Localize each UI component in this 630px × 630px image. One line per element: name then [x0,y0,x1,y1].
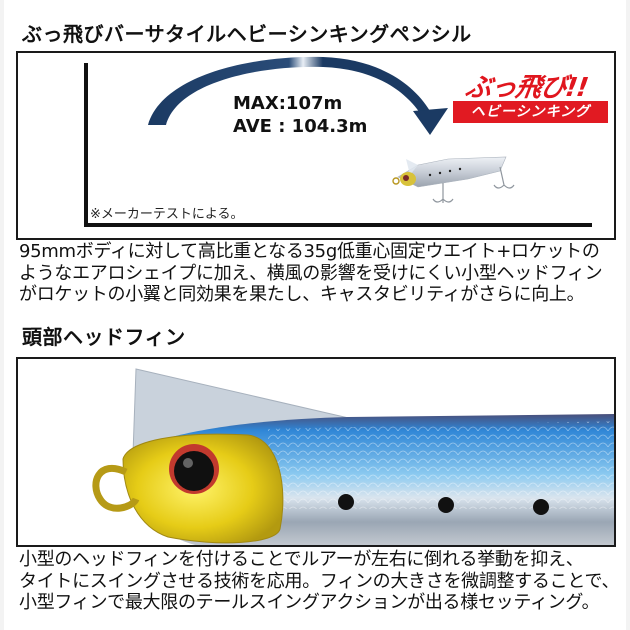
maker-test-note: ※メーカーテストによる。 [90,207,244,222]
lure-head-closeup-icon [92,368,614,545]
casting-description: 95mmボディに対して高比重となる35g低重心固定ウエイト+ロケットの ようなエ… [19,241,603,306]
description-line: 小型のヘッドフィンを付けることでルアーが左右に倒れる挙動を抑え、 [19,549,584,570]
head-fin-photo [16,357,616,547]
badge-heavy-sinking: ヘビーシンキング [453,101,608,123]
lure-thumbnail-icon [392,156,515,203]
section-title-head-fin: 頭部ヘッドフィン [22,325,186,349]
product-page: ぶっ飛びバーサタイルヘビーシンキングペンシル MAX:107m AVE : 10… [4,0,626,630]
description-line: 95mmボディに対して高比重となる35g低重心固定ウエイト+ロケットの [19,241,600,262]
description-line: タイトにスイングさせる技術を応用。フィンの大きさを微調整することで、 [19,570,620,592]
chart-axis-horizontal [84,223,592,227]
casting-distance-figure: MAX:107m AVE : 104.3m ぶっ飛び!! ヘビーシンキング [16,51,616,240]
badge-headline: ぶっ飛び!! [463,73,590,103]
section-title-casting: ぶっ飛びバーサタイルヘビーシンキングペンシル [22,22,472,46]
description-line: 小型フィンで最大限のテールスイングアクションが出る様セッティング。 [19,592,600,613]
description-line: ようなエアロシェイプに加え、横風の影響を受けにくい小型ヘッドフィン [19,262,603,284]
max-distance: MAX:107m [233,93,343,114]
head-fin-description: 小型のヘッドフィンを付けることでルアーが左右に倒れる挙動を抑え、 タイトにスイン… [19,549,619,614]
trajectory-arrow-icon [148,56,448,135]
distance-stats: MAX:107m AVE : 104.3m [233,92,367,138]
chart-axis-vertical [84,63,88,227]
description-line: がロケットの小翼と同効果を果たし、キャスタビリティがさらに向上。 [19,284,585,305]
average-distance: AVE : 104.3m [233,116,368,137]
